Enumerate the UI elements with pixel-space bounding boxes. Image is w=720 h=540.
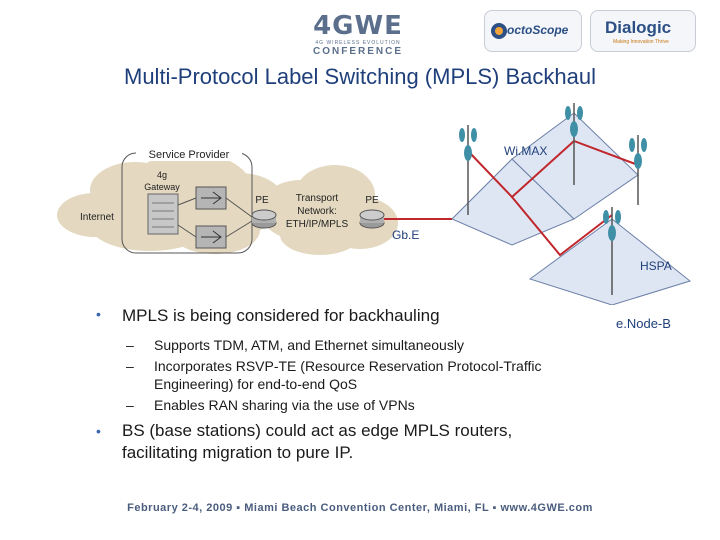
bullet-dot-icon: •: [96, 306, 101, 322]
bullet-2: • BS (base stations) could act as edge M…: [96, 420, 566, 464]
bullet-1: • MPLS is being considered for backhauli…: [96, 306, 566, 326]
logo-dialogic: Dialogic Making Innovation Thrive: [590, 10, 696, 52]
sub-bullet-1: – Supports TDM, ATM, and Ethernet simult…: [96, 336, 566, 354]
tower-icon-1: [459, 125, 477, 215]
footer-event-info: February 2-4, 2009 ▪ Miami Beach Convent…: [127, 502, 593, 514]
logo-dialogic-tagline: Making Innovation Thrive: [613, 39, 669, 45]
sub-bullet-1-text: Supports TDM, ATM, and Ethernet simultan…: [154, 337, 464, 353]
logo-4gwe-text: 4GWE: [313, 11, 403, 41]
gateway-label-line2: Gateway: [144, 182, 180, 192]
pe-right-label: PE: [365, 195, 379, 206]
pe-left-label: PE: [255, 195, 269, 206]
enodeb-text: e.Node-B: [616, 316, 671, 331]
slide-title: Multi-Protocol Label Switching (MPLS) Ba…: [124, 64, 596, 89]
hspa-cell-diamond: [528, 218, 692, 305]
bullet-list: • MPLS is being considered for backhauli…: [96, 306, 566, 464]
transport-network-cloud: [260, 165, 398, 255]
logo-dialogic-text: Dialogic: [605, 18, 672, 37]
logo-4gwe-subtitle: 4G WIRELESS EVOLUTION: [315, 40, 401, 46]
mpls-topology-diagram: Service Provider 4g Gateway Internet PE …: [57, 103, 692, 305]
bullet-2-text: BS (base stations) could act as edge MPL…: [122, 421, 513, 462]
logo-4gwe-conference: CONFERENCE: [312, 46, 403, 57]
sub-bullet-3-text: Enables RAN sharing via the use of VPNs: [154, 397, 415, 413]
backhaul-link-hspa: [511, 196, 613, 257]
tower-icon-4: [603, 207, 621, 295]
header-banner: 4GWE 4G WIRELESS EVOLUTION CONFERENCE oc…: [0, 0, 720, 60]
link-switch-pe-left-2: [225, 220, 253, 238]
pe-left-router-icon: [251, 209, 277, 229]
gateway-label-line1: 4g: [157, 170, 167, 180]
switch-icon-top: [195, 186, 227, 210]
logo-octoscope-text: octoScope: [507, 23, 569, 37]
bullet-dot-icon: •: [96, 423, 101, 439]
transport-label-line2: Network:: [297, 206, 336, 217]
link-gateway-switch-bottom: [177, 224, 197, 238]
gbe-label: Gb.E: [392, 228, 419, 242]
octoscope-icon: [491, 23, 507, 39]
sub-bullet-2-text: Incorporates RSVP-TE (Resource Reservati…: [154, 358, 542, 392]
gateway-server-icon: [147, 193, 179, 235]
dash-icon: –: [126, 337, 134, 353]
dash-icon: –: [126, 397, 134, 413]
wimax-label: Wi.MAX: [504, 144, 547, 158]
transport-label-line3: ETH/IP/MPLS: [286, 219, 349, 230]
logo-octoscope: octoScope: [484, 10, 582, 52]
hspa-label: HSPA: [640, 259, 672, 273]
sub-bullet-3: – Enables RAN sharing via the use of VPN…: [96, 396, 566, 414]
backhaul-link-wimax: [467, 139, 639, 199]
dash-icon: –: [126, 358, 134, 374]
transport-label-line1: Transport: [296, 193, 339, 204]
bullet-1-text: MPLS is being considered for backhauling: [122, 306, 440, 325]
internet-label: Internet: [80, 212, 114, 223]
logo-4gwe: 4GWE 4G WIRELESS EVOLUTION CONFERENCE: [300, 11, 416, 57]
service-provider-label: Service Provider: [149, 149, 230, 161]
sub-bullet-2: – Incorporates RSVP-TE (Resource Reserva…: [96, 357, 566, 393]
link-switch-pe-left-1: [225, 197, 253, 218]
tower-icon-3: [629, 135, 647, 205]
pe-right-router-icon: [359, 209, 385, 229]
switch-icon-bottom: [195, 225, 227, 249]
link-gateway-switch-top: [177, 197, 197, 206]
tower-icon-2: [565, 103, 583, 185]
service-provider-label-bg: [136, 147, 242, 161]
